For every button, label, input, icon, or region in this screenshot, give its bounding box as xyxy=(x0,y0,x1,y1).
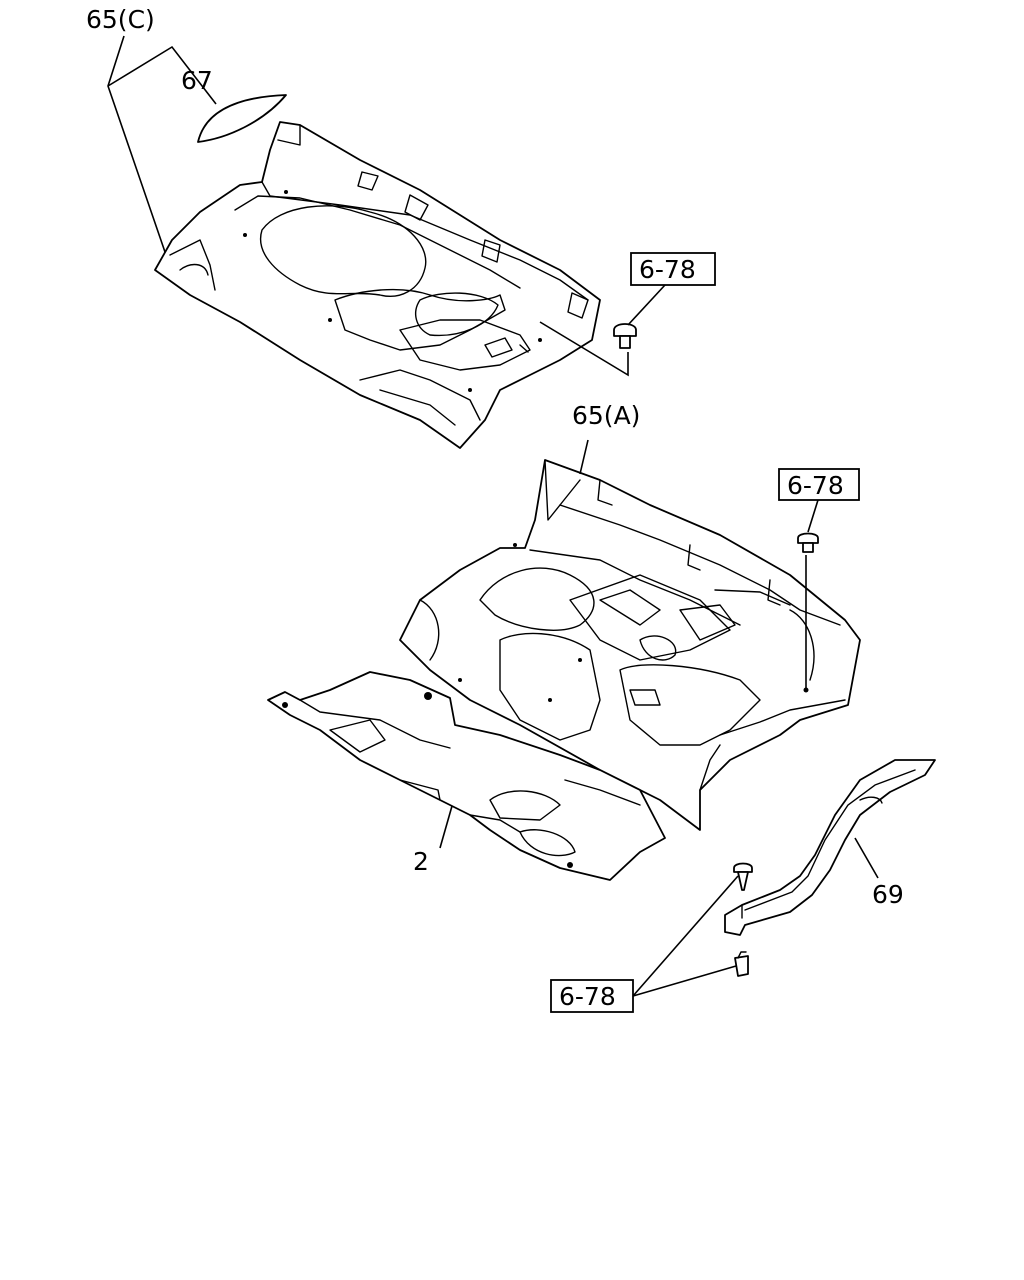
label-65c: 65(C) xyxy=(86,5,155,34)
leader-clip-upper xyxy=(627,284,666,326)
floor-insulator-2[interactable] xyxy=(267,671,666,881)
label-2: 2 xyxy=(413,847,429,876)
clip-fastener-middle[interactable] xyxy=(797,532,819,553)
ref-label-upper: 6-78 xyxy=(639,255,696,284)
label-67: 67 xyxy=(181,66,213,95)
ref-box-upper[interactable]: 6-78 xyxy=(630,252,716,286)
clip-fastener-upper[interactable] xyxy=(613,323,637,349)
ref-box-lower[interactable]: 6-78 xyxy=(550,979,634,1013)
label-65a: 65(A) xyxy=(572,401,640,430)
leaders xyxy=(439,439,879,997)
sill-plate-69[interactable] xyxy=(724,759,936,936)
insulator-pad-67[interactable] xyxy=(197,94,287,143)
rear-floor-carpet-65c[interactable] xyxy=(154,121,601,449)
ref-box-middle[interactable]: 6-78 xyxy=(778,468,860,501)
leader-65c xyxy=(107,35,217,253)
label-69: 69 xyxy=(872,880,904,909)
clip-fastener-screw[interactable] xyxy=(733,862,753,891)
leader-clip-upper-to-carpet xyxy=(539,321,629,377)
clip-fastener-push[interactable] xyxy=(734,951,749,977)
ref-label-middle: 6-78 xyxy=(787,471,844,500)
ref-label-lower: 6-78 xyxy=(559,982,616,1011)
